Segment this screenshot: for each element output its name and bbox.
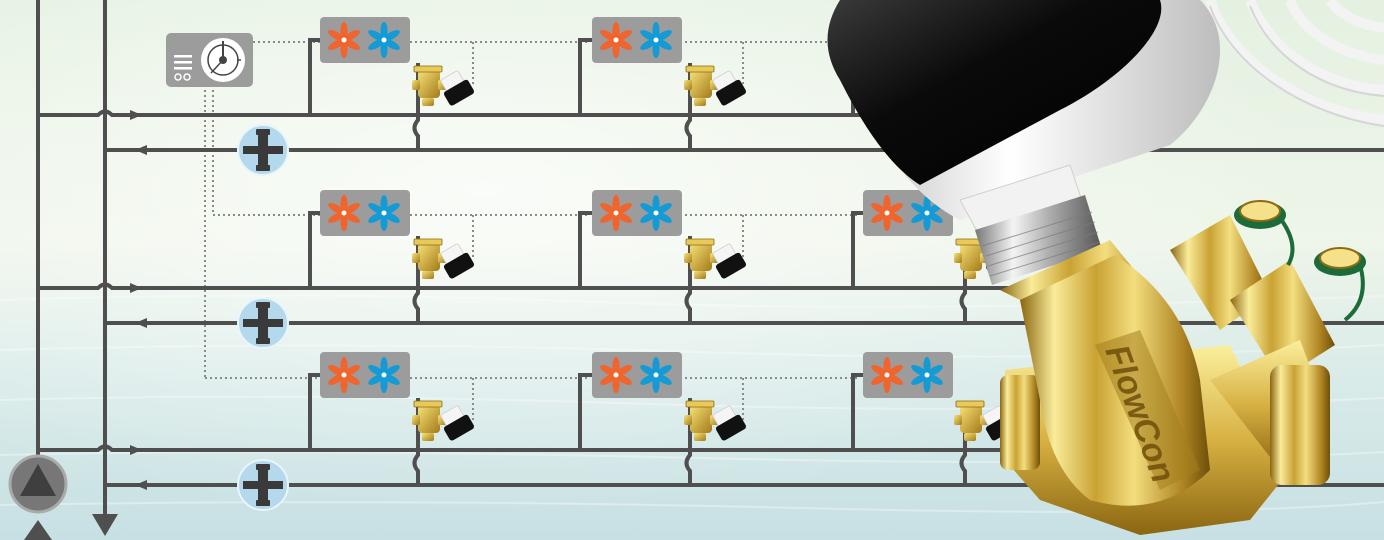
return-arrow-icon [92,514,118,536]
actuator-cable [1205,0,1384,125]
actuator-icon [827,0,1221,285]
valve-body: FlowCon [1000,200,1366,535]
thermostat-icon [166,33,253,87]
main-pump-icon [8,454,68,540]
